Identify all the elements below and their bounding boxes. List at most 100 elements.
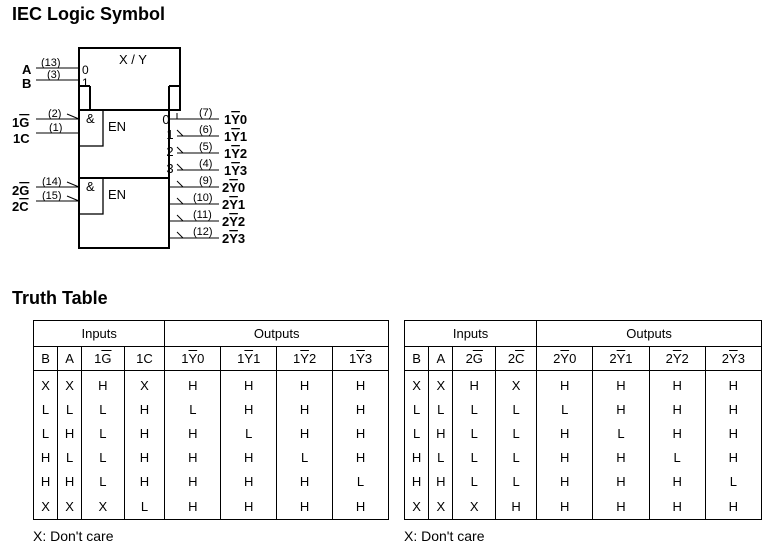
column-header: B bbox=[403, 346, 430, 371]
table-cell: X bbox=[495, 370, 538, 397]
table-cell: H bbox=[276, 397, 334, 421]
table-cell: H bbox=[332, 397, 389, 421]
section-2-outputs: (9) (10) (11) (12) 2Y0 2Y1 2Y2 2Y3 bbox=[169, 175, 245, 246]
data-2-pin: (15) bbox=[42, 190, 62, 202]
table-cell: H bbox=[332, 445, 389, 469]
table-cell: H bbox=[123, 397, 166, 421]
output-pin: (9) bbox=[199, 175, 212, 187]
table-cell: X bbox=[32, 493, 59, 520]
iec-logic-symbol-diagram: X / Y & & EN EN A B (13) (3) 0 1 1G 1C (… bbox=[12, 47, 247, 249]
table-cell: X bbox=[57, 493, 83, 520]
column-header: 1Y0 bbox=[164, 346, 222, 371]
table-cell: L bbox=[32, 397, 59, 421]
table-cell: H bbox=[220, 397, 278, 421]
column-header: B bbox=[32, 346, 59, 371]
table-cell: H bbox=[592, 370, 650, 397]
table-cell: X bbox=[428, 370, 454, 397]
decoder-label: X / Y bbox=[119, 52, 147, 67]
table-cell: L bbox=[81, 397, 125, 421]
table-cell: H bbox=[648, 370, 706, 397]
table-cell: H bbox=[123, 445, 166, 469]
dont-care-note-2: X: Don't care bbox=[404, 528, 485, 544]
enable-1-label: 1G bbox=[12, 115, 29, 130]
table-cell: H bbox=[403, 469, 430, 493]
outputs-group-header: Outputs bbox=[536, 320, 762, 347]
dont-care-note-1: X: Don't care bbox=[33, 528, 114, 544]
table-cell: H bbox=[495, 493, 538, 520]
output-index: 0 bbox=[162, 112, 169, 127]
table-cell: L bbox=[164, 397, 222, 421]
table-cell: H bbox=[57, 469, 83, 493]
output-pin: (12) bbox=[193, 226, 213, 238]
and-block-2 bbox=[78, 177, 104, 215]
table-cell: H bbox=[704, 397, 763, 421]
table-cell: H bbox=[536, 421, 594, 445]
table-cell: H bbox=[403, 445, 430, 469]
table-cell: H bbox=[704, 445, 763, 469]
enable-2-pin: (14) bbox=[42, 176, 62, 188]
table-cell: L bbox=[276, 445, 334, 469]
table-cell: X bbox=[123, 370, 166, 397]
table-cell: H bbox=[648, 397, 706, 421]
table-cell: H bbox=[592, 445, 650, 469]
table-cell: H bbox=[452, 370, 497, 397]
output-name: 1Y0 bbox=[224, 112, 247, 127]
output-name: 2Y3 bbox=[222, 231, 245, 246]
table-cell: L bbox=[57, 397, 83, 421]
table-cell: H bbox=[592, 493, 650, 520]
table-cell: H bbox=[592, 469, 650, 493]
table-cell: H bbox=[276, 421, 334, 445]
table-cell: H bbox=[648, 421, 706, 445]
table-cell: L bbox=[57, 445, 83, 469]
table-cell: L bbox=[704, 469, 763, 493]
table-cell: X bbox=[32, 370, 59, 397]
table-cell: L bbox=[452, 445, 497, 469]
table-cell: L bbox=[81, 421, 125, 445]
iec-logic-symbol-heading: IEC Logic Symbol bbox=[12, 4, 166, 24]
table-cell: X bbox=[403, 370, 430, 397]
section-2-block bbox=[78, 177, 170, 249]
column-header: 1Y1 bbox=[220, 346, 278, 371]
table-cell: H bbox=[276, 469, 334, 493]
table-cell: L bbox=[220, 421, 278, 445]
enable-1-bar: G bbox=[19, 115, 29, 130]
data-1-pin: (1) bbox=[49, 122, 62, 134]
table-cell: H bbox=[332, 493, 389, 520]
output-pin: (10) bbox=[193, 192, 213, 204]
table-cell: L bbox=[592, 421, 650, 445]
table-cell: H bbox=[704, 493, 763, 520]
table-cell: L bbox=[32, 421, 59, 445]
table-cell: H bbox=[164, 469, 222, 493]
table-cell: X bbox=[428, 493, 454, 520]
output-pin: (6) bbox=[199, 124, 212, 136]
table-cell: H bbox=[648, 493, 706, 520]
truth-table-heading: Truth Table bbox=[12, 288, 108, 308]
weight-0: 0 bbox=[82, 63, 89, 77]
en-label-1: EN bbox=[108, 119, 126, 134]
table-cell: L bbox=[332, 469, 389, 493]
table-cell: H bbox=[32, 469, 59, 493]
table-cell: H bbox=[123, 421, 166, 445]
output-name: 1Y2 bbox=[224, 146, 247, 161]
table-cell: H bbox=[220, 469, 278, 493]
output-pin: (5) bbox=[199, 141, 212, 153]
table-cell: L bbox=[403, 397, 430, 421]
output-name: 1Y3 bbox=[224, 163, 247, 178]
table-cell: H bbox=[648, 469, 706, 493]
table-cell: H bbox=[81, 370, 125, 397]
table-cell: L bbox=[403, 421, 430, 445]
data-1-label: 1C bbox=[13, 131, 30, 146]
outputs-group-header: Outputs bbox=[164, 320, 389, 347]
table-cell: L bbox=[648, 445, 706, 469]
column-header: 2C bbox=[495, 346, 538, 371]
table-cell: L bbox=[495, 445, 538, 469]
